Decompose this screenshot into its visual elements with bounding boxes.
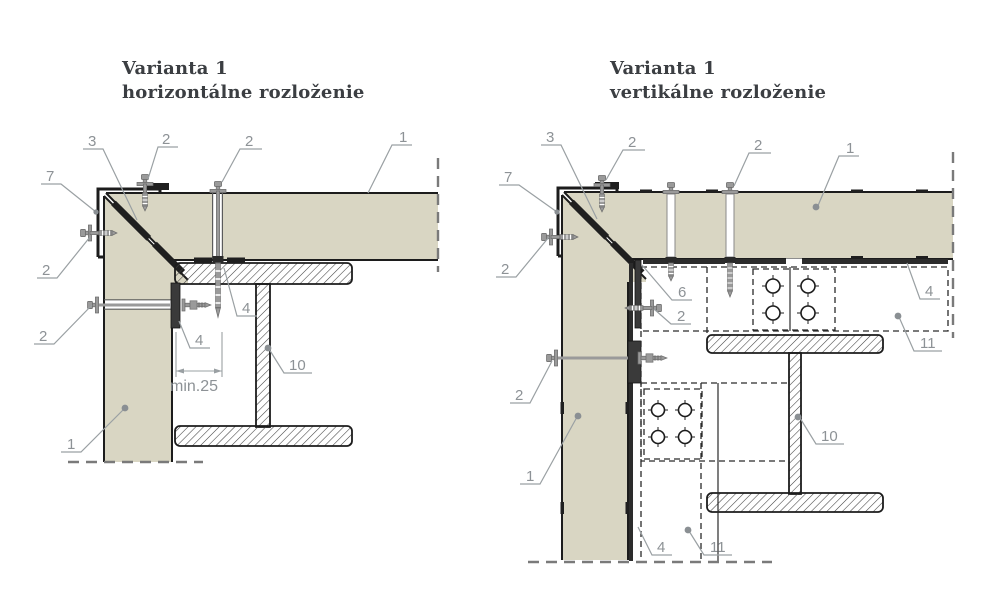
callout-1-top-text: 1 [846,140,854,157]
callout-7: 7 [41,168,99,215]
title-right: Varianta 1 vertikálne rozloženie [609,58,826,103]
i-beam-web [255,283,271,428]
callout-10: 10 [264,344,312,374]
callout-4-upper: 4 [223,267,257,317]
callout-2-top-left: 2 [147,131,178,180]
title-left: Varianta 1 horizontálne rozloženie [121,58,365,103]
bolt-group-top [762,275,819,324]
callout-2-bracket: 2 [653,308,691,325]
title-left-line2: horizontálne rozloženie [122,82,365,103]
callout-2-left-upper: 2 [37,236,91,279]
callout-4-upper-text: 4 [242,300,250,317]
callout-2-top-left: 2 [605,134,645,181]
callout-4-bottom: 4 [637,526,672,556]
callout-3-text: 3 [88,133,96,150]
callout-2-left-lower: 2 [34,304,93,345]
callout-2-left-text: 2 [501,261,509,278]
callout-2-top-left-text: 2 [628,134,636,151]
callout-6: 6 [641,264,692,301]
callout-2-top-mid-text: 2 [245,133,253,150]
callout-1-top: 1 [812,140,859,211]
through-screw-left [662,182,680,282]
callout-7: 7 [499,169,560,215]
callout-6-text: 6 [678,284,686,301]
panel-joint-notches [560,189,928,514]
corner-seal-strip-upper [111,200,152,241]
callout-4-lower-text: 4 [195,332,203,349]
callout-2-anchor-text: 2 [515,387,523,404]
callout-2-left: 2 [496,236,550,278]
title-right-line2: vertikálne rozloženie [609,82,826,103]
callout-3: 3 [83,133,138,221]
callout-4-lower: 4 [178,320,210,349]
callout-1-bottom-text: 1 [67,436,75,453]
callout-4-bottom-text: 4 [657,539,665,556]
hidden-plate-top [640,266,949,335]
i-beam-section [706,334,884,513]
gasket-pad-left [194,257,212,264]
callout-7-text: 7 [46,168,54,185]
callout-2-anchor: 2 [510,360,553,404]
title-left-line1: Varianta 1 [121,58,228,79]
gasket-strip-vertical [629,263,633,561]
i-beam-top-flange [174,262,353,285]
title-right-line1: Varianta 1 [609,58,716,79]
callout-10-text: 10 [289,357,306,374]
callout-2-left-upper-text: 2 [42,262,50,279]
callout-10-text: 10 [821,428,838,445]
panel-top-horizontal [564,192,953,259]
corner-seal-strip-upper [569,199,610,240]
callout-7-text: 7 [504,169,512,186]
panel-wall-vertical [562,195,646,560]
bolt-group-bottom [648,400,695,447]
callout-3-text: 3 [546,129,554,146]
callout-1-bottom: 1 [61,404,129,453]
hidden-plate-bottom [640,331,790,561]
flashing-seal-piece [147,183,169,190]
gasket-pad-right [227,257,245,264]
anchor-fastener [87,296,212,314]
i-beam-bottom-flange [706,492,884,513]
i-beam-section [174,262,353,447]
corner-bracket [634,259,642,329]
callout-2-top-mid: 2 [221,133,262,183]
callout-2-top-left-text: 2 [162,131,170,148]
detail-vertical-layout: 3 2 2 1 7 2 6 2 [496,129,955,564]
callout-10: 10 [794,413,844,445]
callout-2-left-lower-text: 2 [39,328,47,345]
callout-11-top-text: 11 [920,335,936,352]
panel-wall-vertical [104,196,188,462]
i-beam-web [788,352,802,495]
callout-1-top-right: 1 [367,129,412,194]
callout-11-top: 11 [894,312,942,352]
callout-11-bottom-text: 11 [710,539,726,556]
callout-1-top-right-text: 1 [399,129,407,146]
dimension-min25-text: min.25 [170,378,218,395]
detail-horizontal-layout: min.25 3 2 2 1 7 2 2 [34,129,440,464]
callout-2-top-right: 2 [733,137,771,187]
callout-1-bottom: 1 [520,412,582,485]
callout-11-bottom: 11 [684,526,732,556]
i-beam-top-flange [706,334,884,354]
callout-1-bottom-text: 1 [526,468,534,485]
through-screw-right [721,182,739,298]
i-beam-bottom-flange [174,425,353,447]
callout-4-top-text: 4 [925,283,933,300]
callout-4-top: 4 [906,262,940,300]
dimension-min25: min.25 [170,332,223,395]
callout-3: 3 [541,129,598,220]
panel-top-horizontal [106,193,438,260]
callout-2-top-right-text: 2 [754,137,762,154]
anchor-fastener [546,349,668,367]
screw-panel-joint [209,181,227,319]
callout-2-bracket-text: 2 [677,308,685,325]
gasket-strip-horizontal [643,258,948,265]
